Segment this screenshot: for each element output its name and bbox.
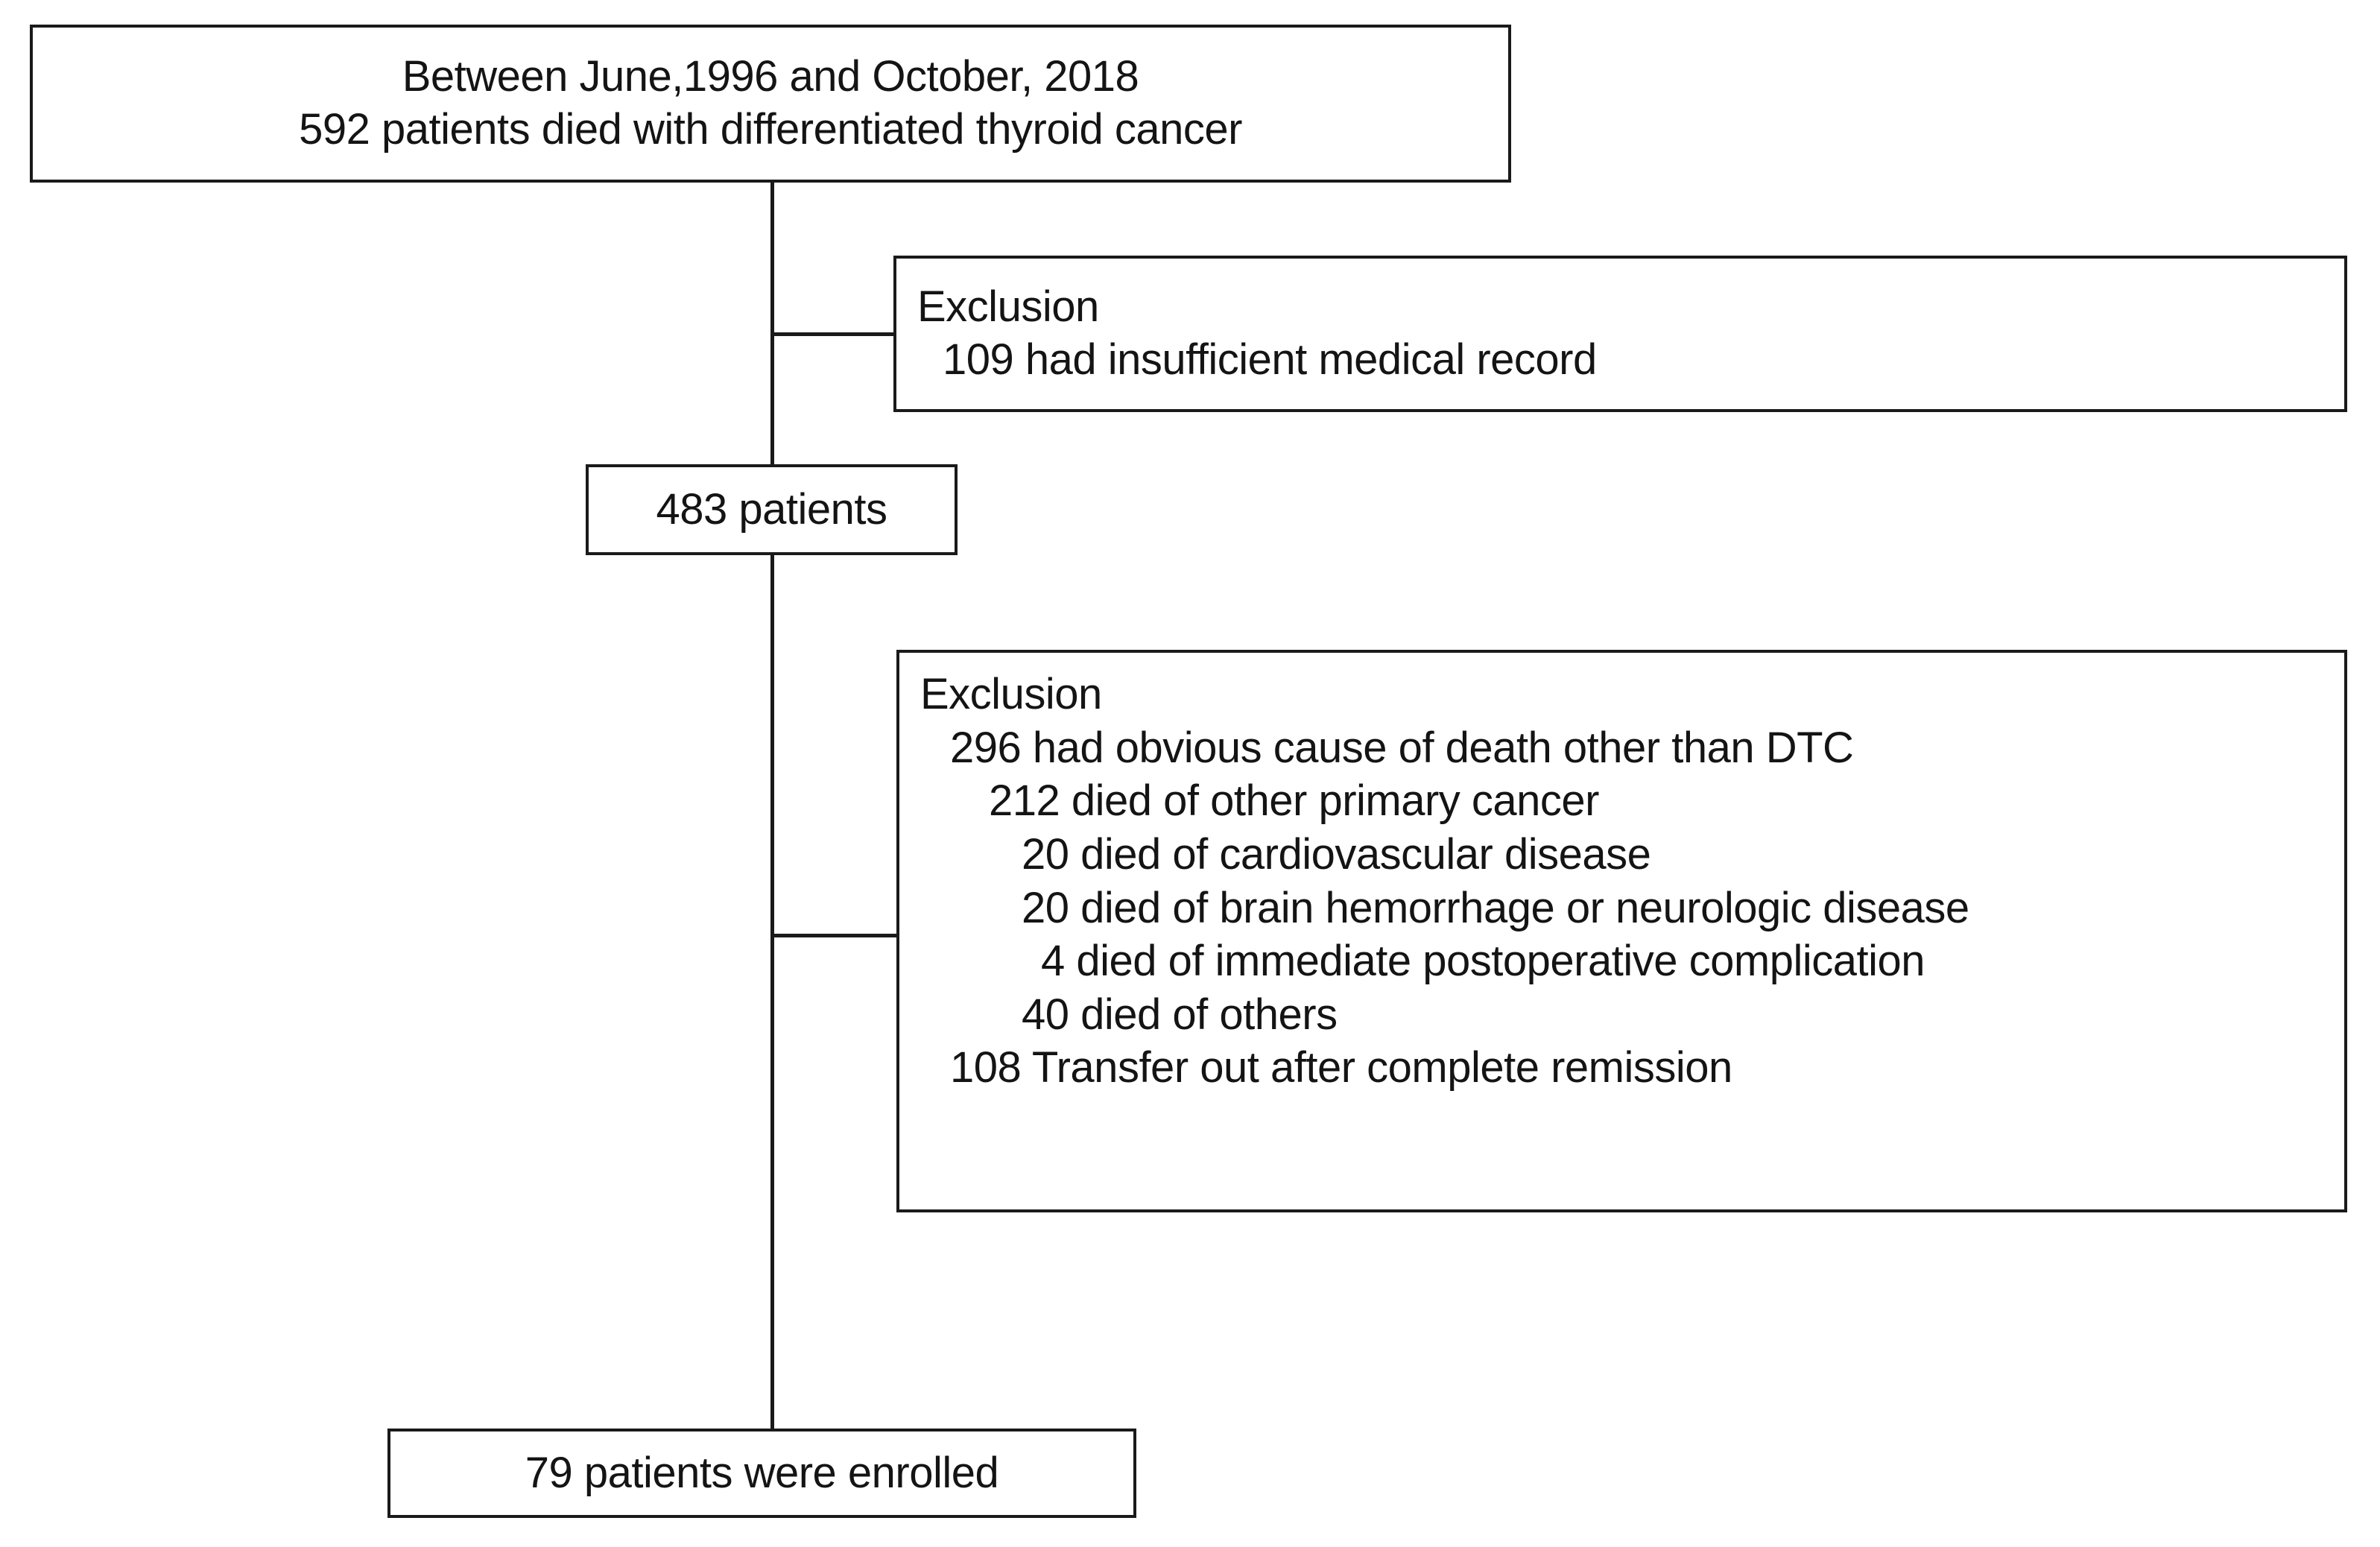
- node-exclusion-1: Exclusion 109 had insufficient medical r…: [893, 256, 2347, 412]
- exclusion-2-item-2: 20 died of cardiovascular disease: [1022, 829, 1651, 879]
- remaining-count-label: 483 patients: [656, 484, 887, 534]
- exclusion-2-item-4: 4 died of immediate postoperative compli…: [1041, 937, 1925, 986]
- exclusion-1-heading: Exclusion: [917, 282, 1099, 332]
- exclusion-2-item-6: 108 Transfer out after complete remissio…: [950, 1043, 1732, 1092]
- exclusion-2-heading: Exclusion: [920, 670, 1102, 718]
- exclusion-1-item-0: 109 had insufficient medical record: [943, 335, 1597, 384]
- exclusion-2-item-1: 212 died of other primary cancer: [989, 776, 1600, 826]
- node-source-cohort: Between June,1996 and October, 2018 592 …: [30, 25, 1511, 183]
- node-remaining-count: 483 patients: [586, 464, 958, 555]
- flow-connector-main-spine: [770, 181, 774, 1430]
- exclusion-2-item-0: 296 had obvious cause of death other tha…: [950, 723, 1854, 772]
- exclusion-2-item-3: 20 died of brain hemorrhage or neurologi…: [1022, 883, 1969, 932]
- cohort-period-text: Between June,1996 and October, 2018: [402, 52, 1139, 101]
- node-exclusion-2: Exclusion 296 had obvious cause of death…: [896, 650, 2347, 1212]
- flow-connector-exclusion-2-branch: [770, 934, 899, 937]
- node-enrolled-cohort: 79 patients were enrolled: [387, 1429, 1136, 1518]
- exclusion-2-item-5: 40 died of others: [1022, 990, 1338, 1039]
- cohort-count-text: 592 patients died with differentiated th…: [299, 105, 1242, 154]
- enrolled-count-label: 79 patients were enrolled: [525, 1448, 999, 1497]
- flow-connector-exclusion-1-branch: [770, 332, 896, 336]
